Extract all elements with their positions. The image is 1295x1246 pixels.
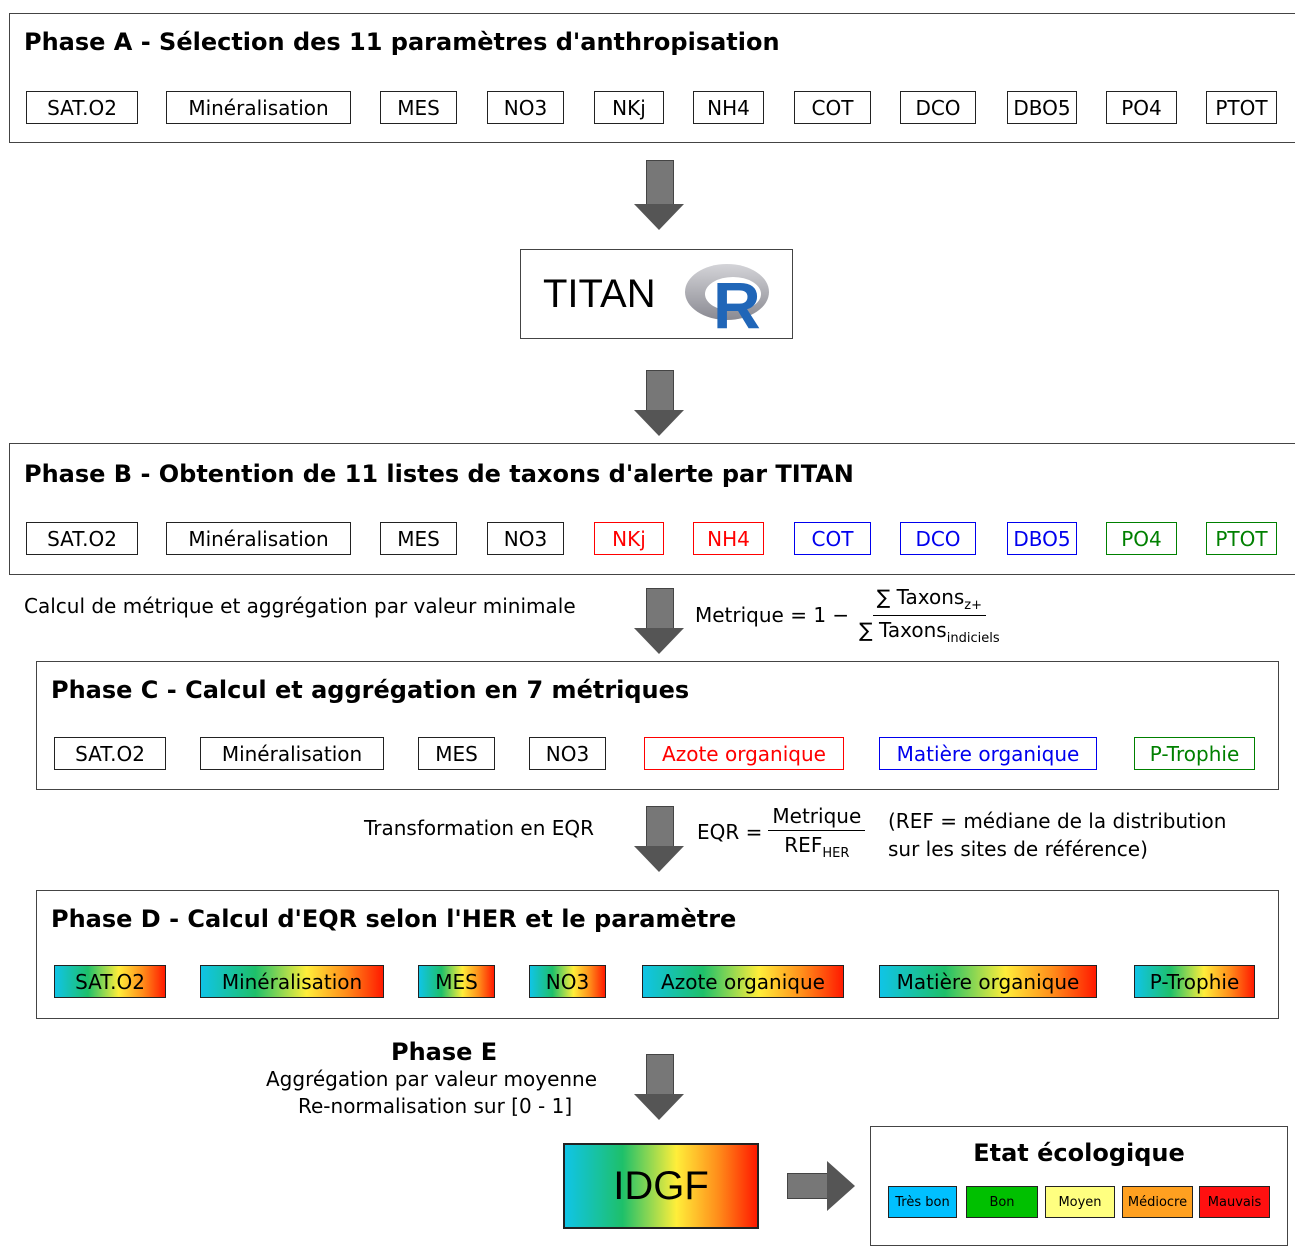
r-logo-icon: R xyxy=(683,260,783,342)
phase-e-line1: Aggrégation par valeur moyenne xyxy=(266,1067,598,1091)
phase-c-metric: Matière organique xyxy=(879,737,1097,770)
phase-e-title: Phase E xyxy=(391,1038,498,1066)
phase-b-param: DCO xyxy=(900,522,976,555)
phase-b-param: COT xyxy=(794,522,871,555)
state-tres-bon: Très bon xyxy=(888,1186,957,1218)
state-moyen: Moyen xyxy=(1045,1186,1115,1218)
phase-d-metric: MES xyxy=(418,965,495,998)
eqr-numerator: Metrique xyxy=(768,804,866,831)
state-bon: Bon xyxy=(966,1186,1038,1218)
phase-c-metric: MES xyxy=(418,737,495,770)
phase-e-line2: Re-normalisation sur [0 - 1] xyxy=(298,1094,573,1118)
phase-b-param: PO4 xyxy=(1106,522,1177,555)
phase-c-metric: Azote organique xyxy=(644,737,844,770)
phase-b-param: DBO5 xyxy=(1007,522,1077,555)
eqr-formula-lhs: EQR = xyxy=(697,820,763,844)
phase-a-param: DCO xyxy=(900,91,976,124)
phase-d-metric: Matière organique xyxy=(879,965,1097,998)
down-arrow-icon xyxy=(634,1054,684,1120)
ref-note-line1: (REF = médiane de la distribution xyxy=(888,809,1227,833)
phase-c-title: Phase C - Calcul et aggrégation en 7 mét… xyxy=(51,676,690,704)
phase-a-param: DBO5 xyxy=(1007,91,1077,124)
step-cd-text: Transformation en EQR xyxy=(364,816,595,840)
phase-a-param: PO4 xyxy=(1106,91,1177,124)
phase-b-param: NO3 xyxy=(487,522,564,555)
phase-d-metric: SAT.O2 xyxy=(54,965,166,998)
state-mauvais: Mauvais xyxy=(1199,1186,1270,1218)
phase-d-panel: Phase D - Calcul d'EQR selon l'HER et le… xyxy=(36,890,1279,1019)
down-arrow-icon xyxy=(634,160,684,230)
metric-formula: Metrique = 1 − ∑ Taxonsz+ ∑ Taxonsindici… xyxy=(695,584,1004,646)
eqr-denominator: REF xyxy=(784,832,823,857)
r-logo-letter: R xyxy=(713,268,761,332)
titan-box: TITAN R xyxy=(520,249,793,342)
right-arrow-icon xyxy=(787,1161,855,1211)
phase-a-param: NH4 xyxy=(693,91,764,124)
phase-b-param: NKj xyxy=(594,522,664,555)
metric-numerator: ∑ Taxons xyxy=(876,584,965,609)
phase-c-metric: Minéralisation xyxy=(200,737,384,770)
phase-a-param: SAT.O2 xyxy=(26,91,138,124)
metric-denominator-sub: indiciels xyxy=(946,630,1000,646)
phase-b-param: MES xyxy=(380,522,457,555)
down-arrow-icon xyxy=(634,370,684,436)
phase-b-param: NH4 xyxy=(693,522,764,555)
phase-c-metric: P-Trophie xyxy=(1134,737,1255,770)
phase-a-param: Minéralisation xyxy=(166,91,351,124)
state-mediocre: Médiocre xyxy=(1122,1186,1193,1218)
phase-a-title: Phase A - Sélection des 11 paramètres d'… xyxy=(24,28,780,56)
phase-c-metric: NO3 xyxy=(529,737,606,770)
eqr-formula: EQR = Metrique REFHER xyxy=(697,800,866,864)
eqr-fraction: Metrique REFHER xyxy=(768,804,866,861)
idgf-label: IDGF xyxy=(613,1163,709,1208)
phase-d-metric: P-Trophie xyxy=(1134,965,1255,998)
phase-d-metric: NO3 xyxy=(529,965,606,998)
down-arrow-icon xyxy=(634,806,684,872)
phase-a-param: MES xyxy=(380,91,457,124)
ref-note-line2: sur les sites de référence) xyxy=(888,837,1148,861)
titan-label: TITAN xyxy=(543,272,656,316)
phase-d-title: Phase D - Calcul d'EQR selon l'HER et le… xyxy=(51,905,737,933)
phase-b-title: Phase B - Obtention de 11 listes de taxo… xyxy=(24,460,854,488)
idgf-box: IDGF xyxy=(563,1143,759,1229)
phase-b-param: SAT.O2 xyxy=(26,522,138,555)
phase-a-param: NO3 xyxy=(487,91,564,124)
metric-denominator: ∑ Taxons xyxy=(859,617,947,642)
phase-d-metric: Azote organique xyxy=(642,965,844,998)
phase-a-param: PTOT xyxy=(1206,91,1277,124)
eqr-denominator-sub: HER xyxy=(822,845,850,861)
metric-fraction: ∑ Taxonsz+ ∑ Taxonsindiciels xyxy=(855,585,1003,646)
phase-c-panel: Phase C - Calcul et aggrégation en 7 mét… xyxy=(36,661,1279,790)
etat-title: Etat écologique xyxy=(973,1139,1185,1167)
phase-a-param: COT xyxy=(794,91,871,124)
phase-c-metric: SAT.O2 xyxy=(54,737,166,770)
phase-a-param: NKj xyxy=(594,91,664,124)
metric-numerator-sub: z+ xyxy=(964,597,983,613)
phase-b-param: Minéralisation xyxy=(166,522,351,555)
phase-b-param: PTOT xyxy=(1206,522,1277,555)
step-bc-text: Calcul de métrique et aggrégation par va… xyxy=(24,594,576,618)
phase-b-panel: Phase B - Obtention de 11 listes de taxo… xyxy=(9,443,1295,575)
down-arrow-icon xyxy=(634,588,684,654)
metric-formula-lhs: Metrique = 1 − xyxy=(695,603,850,627)
phase-d-metric: Minéralisation xyxy=(200,965,384,998)
